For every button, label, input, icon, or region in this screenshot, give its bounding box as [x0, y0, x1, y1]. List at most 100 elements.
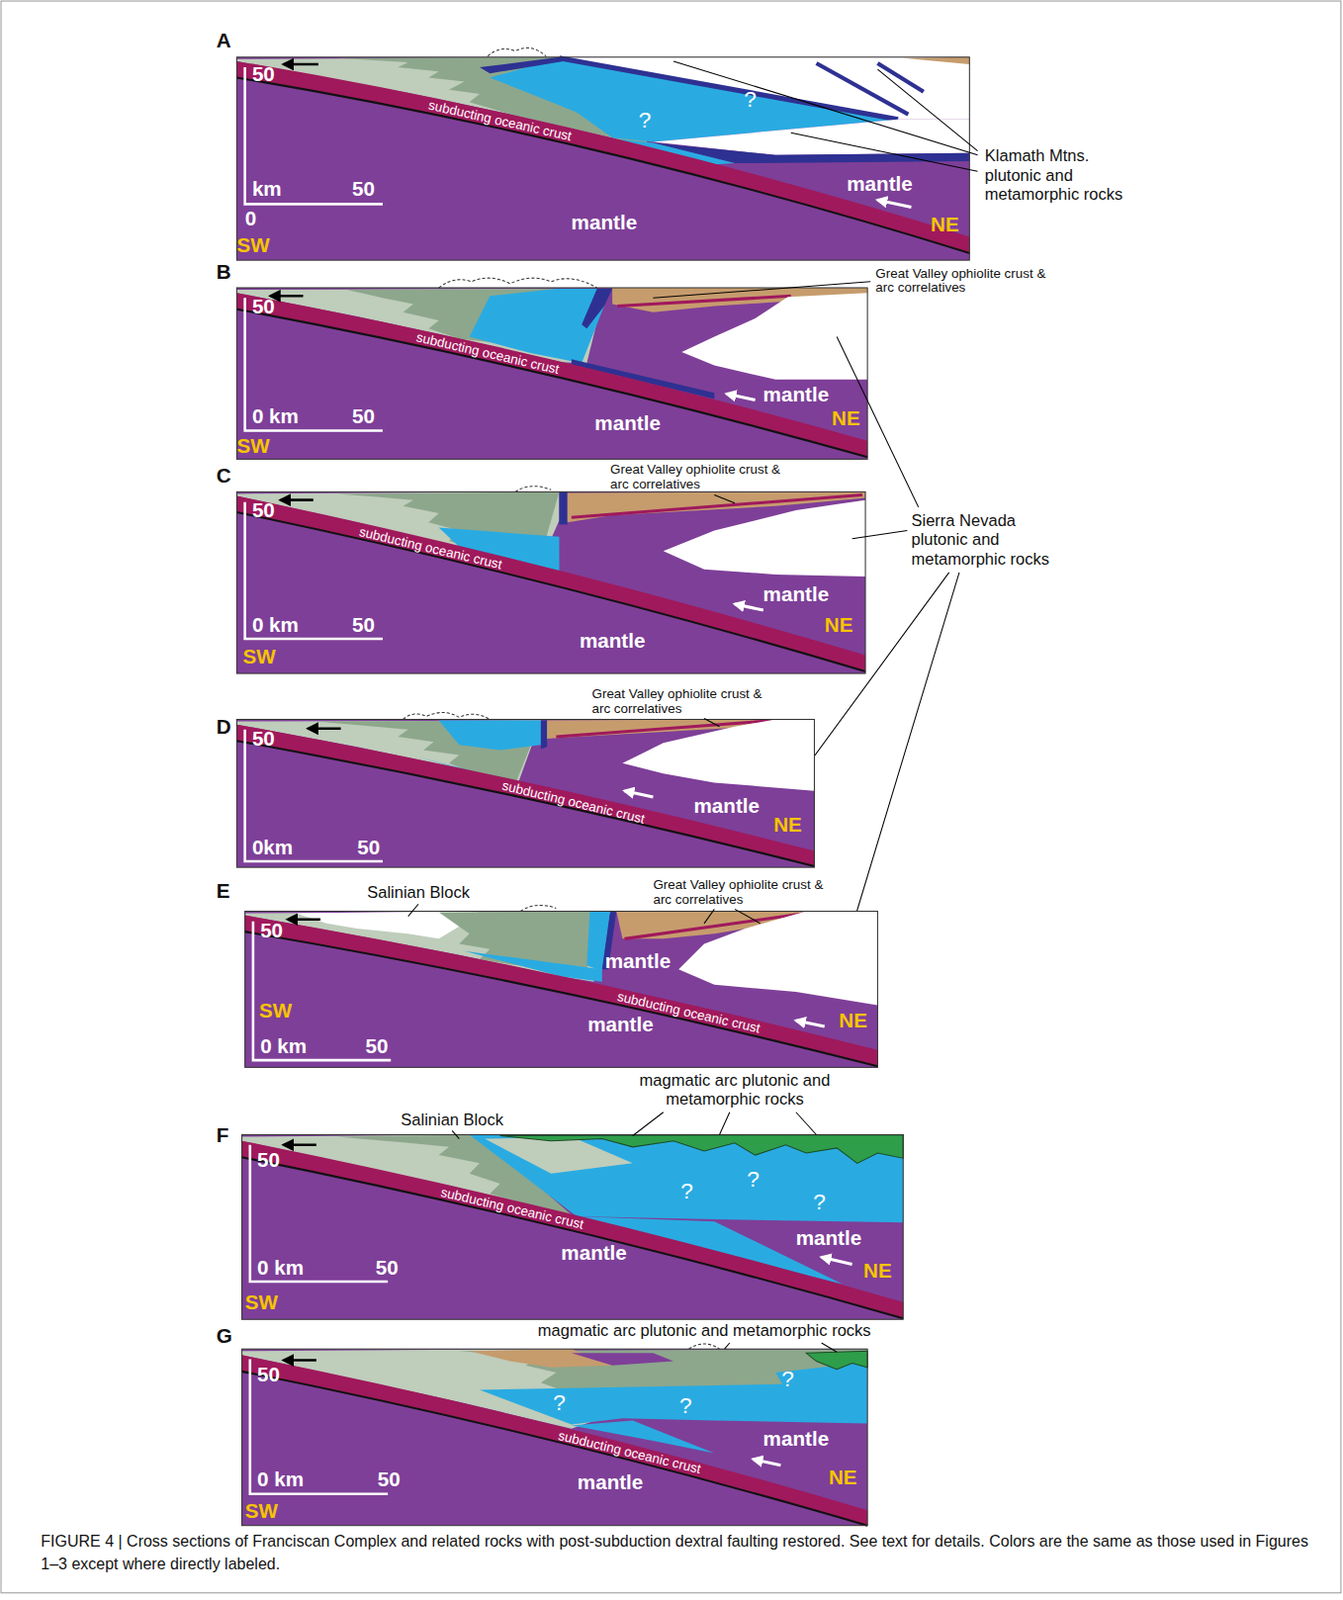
direction-label: NE — [824, 612, 854, 637]
callout-label: Sierra Nevada plutonic and metamorphic r… — [910, 510, 1065, 569]
section-d-shape — [403, 713, 491, 720]
direction-label: NE — [863, 1257, 893, 1283]
map-label: 50 — [364, 1033, 388, 1059]
map-label: 50 — [252, 498, 275, 524]
callout-label: Great Valley ophiolite crust & arc corre… — [610, 462, 791, 491]
map-label: 50 — [352, 404, 375, 430]
map-label: mantle — [579, 628, 646, 654]
section-c-shape — [558, 491, 567, 525]
map-label: 0 km — [257, 1467, 304, 1493]
panel-letter: C — [216, 462, 232, 488]
section-e-shape — [678, 910, 878, 1005]
uncertainty-mark: ? — [552, 1389, 566, 1417]
section-e-shape — [253, 921, 391, 1061]
map-label: 50 — [260, 918, 283, 944]
section-d-shape — [236, 718, 814, 868]
section-d-shape — [540, 720, 547, 750]
map-label: 0 km — [252, 612, 299, 637]
section-f-shape — [283, 1144, 317, 1148]
callout-label: Salinian Block — [400, 1109, 504, 1130]
direction-label: NE — [831, 406, 861, 432]
section-e-shape — [796, 1020, 825, 1027]
panel-letter: B — [216, 259, 232, 284]
map-label: 0 km — [257, 1254, 304, 1280]
section-e-shape — [245, 931, 879, 1067]
callout-label: Great Valley ophiolite crust & arc corre… — [592, 687, 773, 716]
section-g-shape — [242, 1371, 869, 1526]
map-label: mantle — [763, 381, 830, 407]
section-e — [245, 903, 879, 1068]
section-c-shape — [810, 531, 960, 945]
map-label: mantle — [693, 794, 760, 819]
section-a-shape — [245, 67, 383, 204]
section-f-shape — [500, 1134, 904, 1164]
panel-letter: F — [216, 1122, 230, 1148]
direction-label: SW — [259, 997, 292, 1023]
section-b-shape — [617, 295, 791, 306]
section-a-shape — [558, 58, 898, 120]
panel-letter: E — [216, 878, 231, 903]
section-a-shape — [283, 63, 319, 67]
section-a-shape — [877, 199, 911, 207]
map-label: 50 — [252, 61, 275, 87]
callout-label: Salinian Block — [366, 883, 470, 903]
section-c-shape — [236, 491, 866, 674]
section-d-shape — [625, 791, 654, 798]
direction-label: NE — [930, 212, 960, 238]
section-d-shape — [439, 720, 541, 751]
section-a-shape — [479, 57, 564, 75]
callout-label: Great Valley ophiolite crust & arc corre… — [652, 878, 833, 906]
section-g-shape — [250, 1358, 388, 1494]
map-label: 50 — [257, 1148, 280, 1173]
section-g-shape — [283, 1358, 317, 1362]
section-f-shape — [821, 1256, 853, 1264]
section-b-shape — [236, 287, 868, 459]
callout-label: magmatic arc plutonic and metamorphic ro… — [625, 1070, 845, 1110]
panel-letter: G — [216, 1323, 233, 1348]
section-d-shape — [704, 717, 719, 726]
section-d-shape — [236, 740, 814, 867]
section-e-shape — [245, 910, 879, 1068]
uncertainty-mark: ? — [638, 106, 652, 134]
section-f-shape — [484, 1137, 633, 1174]
uncertainty-mark: ? — [743, 87, 757, 114]
section-a-shape — [236, 61, 970, 254]
section-g-shape — [724, 1343, 838, 1352]
map-label: mantle — [846, 171, 913, 196]
section-f-shape — [242, 1141, 904, 1320]
map-label: 50 — [257, 1362, 280, 1388]
section-f-shape — [451, 1112, 816, 1140]
section-d — [236, 713, 814, 869]
section-g-shape — [242, 1354, 869, 1525]
section-a-shape — [487, 47, 546, 56]
section-c-shape — [236, 512, 866, 672]
section-e-shape — [287, 917, 321, 921]
section-g-shape — [753, 1459, 782, 1466]
section-b-shape — [681, 292, 868, 380]
section-a-shape — [673, 61, 979, 172]
section-c-shape — [714, 494, 735, 503]
section-f-shape — [242, 1157, 904, 1319]
map-label: 0 km — [260, 1033, 307, 1059]
section-b-shape — [652, 281, 871, 299]
map-label: km — [252, 177, 282, 202]
section-b-shape — [581, 288, 613, 329]
map-label: 50 — [377, 1467, 401, 1493]
map-label: 0km — [252, 834, 293, 860]
section-f — [242, 1112, 904, 1320]
map-label: 50 — [357, 834, 380, 860]
section-a — [236, 47, 978, 261]
direction-label: SW — [236, 434, 269, 459]
map-label: mantle — [796, 1225, 863, 1251]
section-c-shape — [245, 502, 383, 639]
section-f-shape — [242, 1134, 904, 1320]
direction-label: SW — [245, 1499, 278, 1524]
section-g-shape — [242, 1348, 869, 1526]
section-a-shape — [236, 77, 970, 253]
figure-caption: FIGURE 4 | Cross sections of Franciscan … — [40, 1530, 1322, 1576]
section-f-shape — [250, 1145, 388, 1282]
section-e-shape — [245, 910, 879, 1068]
map-label: mantle — [605, 949, 672, 975]
